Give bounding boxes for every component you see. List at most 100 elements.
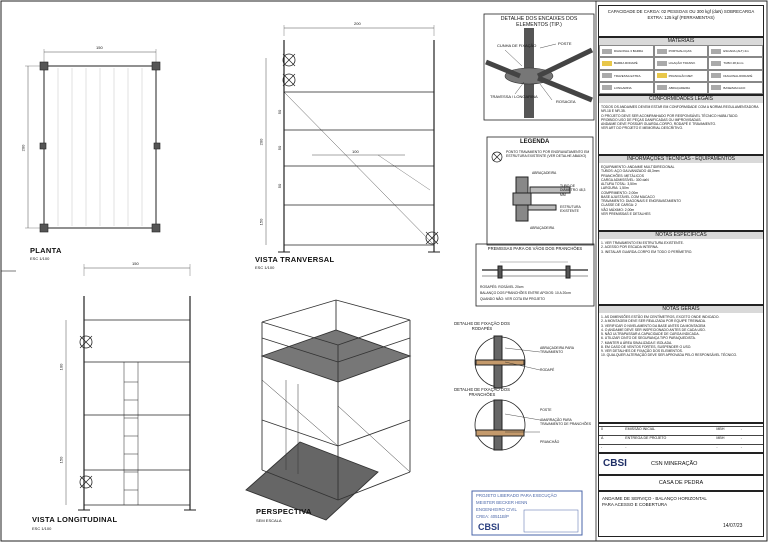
legenda-label-abracadeira-2: ABRAÇADEIRA: [530, 226, 555, 230]
premissas: [475, 243, 595, 307]
transversal-scale: ESC 1/100: [255, 265, 275, 270]
informacoes-text: EQUIPAMENTO: ANDAIME MULTIDIRECIONAL TUB…: [601, 165, 681, 216]
premissas-line-2: BALANÇO DOS PRANCHÕES ENTRE APOIOS: 10 A…: [480, 291, 571, 295]
material-item: TRAVESSA EXTRA.: [599, 69, 654, 82]
detalhe-encaixe-label-travessa: TRAVESSA / LONGARINA: [490, 94, 538, 99]
detalhe-fixacao: [474, 335, 541, 451]
informacoes-title: INFORMAÇÕES TÉCNICAS - EQUIPAMENTOS: [599, 156, 763, 163]
fixacao-2-title: DETALHE DE FIXAÇÃO DOS PRANCHÕES: [454, 387, 510, 397]
fixacao-1-label-rodape: RODAPÉ: [540, 368, 555, 372]
transversal-dim-top: 200: [354, 21, 361, 26]
planta-decking: [57, 68, 143, 226]
stamp-line-1: PROJETO LIBERADO PARA EXECUÇÃO: [476, 493, 557, 498]
transversal-label: VISTA TRANVERSAL: [255, 255, 335, 264]
material-item: BARRA RODAPÉ: [599, 57, 654, 70]
planta-view: [25, 49, 161, 233]
transversal-dim-low: 150: [258, 218, 264, 226]
material-item: BASE/MACACO: [708, 81, 763, 94]
location-text: CASA DE PEDRA: [658, 480, 704, 486]
revision-row: ----: [599, 444, 763, 449]
stamp-line-2: MEISTER BECKER HENN: [476, 500, 528, 505]
vista-longitudinal-view: [65, 264, 196, 511]
longitudinal-label: VISTA LONGITUDINAL: [32, 515, 118, 524]
materiais-title: MATERIAIS: [599, 38, 763, 45]
especificas-title: NOTAS ESPECÍFICAS: [599, 232, 763, 239]
company-box: CBSI CSN MINERAÇÃO: [598, 453, 764, 475]
description-text: ANDAIME DE SERVIÇO - BALANÇO HORIZONTAL …: [602, 496, 707, 508]
drawing-date: 14/07/23: [723, 523, 743, 529]
fixacao-2-label-amarracao: AMARRAÇÃO PARA TRAVAMENTO DE PRANCHÕES: [540, 418, 592, 427]
premissas-line-1: ROSAPÉS: ROSÁVEL 20cm: [480, 285, 524, 289]
detalhe-encaixe-label-poste: POSTE: [558, 41, 572, 46]
longitudinal-dim-upper: 100: [58, 363, 64, 371]
capacity-box: CAPACIDADE DE CARGA: 02 PESSOAS OU 300 k…: [598, 5, 764, 37]
conformidades-box: CONFORMIDADES LEGAIS TODOS OS ANDAIMES D…: [598, 95, 764, 155]
planta-label: PLANTA: [30, 246, 62, 255]
approval-stamp-frame: [471, 490, 583, 536]
company-logo: CBSI: [603, 458, 627, 469]
fixacao-2-label-pranchao: PRANCHÃO: [540, 440, 560, 444]
transversal-dim-side-3: 50: [277, 183, 283, 189]
stamp-line-4: CREA: 40511B/P: [476, 514, 509, 519]
especificas-box: NOTAS ESPECÍFICAS 1. VER TRAVAMENTO EM E…: [598, 231, 764, 305]
company-sub: CSN MINERAÇÃO: [651, 461, 698, 467]
conformidades-title: CONFORMIDADES LEGAIS: [599, 96, 763, 103]
premissas-title: PREMISSAS PARA OS VÃOS DOS PRANCHÕES: [487, 246, 583, 251]
planta-scale: ESC 1/100: [30, 256, 50, 261]
material-item: ESCADA (ALT) 2m: [708, 45, 763, 58]
planta-dim-top: 150: [96, 45, 103, 50]
material-item: ABRAÇADEIRA: [653, 81, 709, 94]
transversal-dim-side-2: 50: [277, 145, 283, 151]
fixacao-1-title: DETALHE DE FIXAÇÃO DOS RODAPÉS: [454, 321, 510, 331]
location-box: CASA DE PEDRA: [598, 475, 764, 491]
conformidades-text: TODOS OS ANDAIMES DEVEM ESTAR EM CONFORM…: [601, 105, 759, 131]
gerais-title: NOTAS GERAIS: [599, 306, 763, 313]
perspectiva-label: PERSPECTIVA: [256, 507, 312, 516]
description-box: ANDAIME DE SERVIÇO - BALANÇO HORIZONTAL …: [598, 491, 764, 537]
ladder: [123, 362, 139, 505]
detalhe-encaixe-label-cunha: CUNHA DE FIXAÇÃO: [497, 43, 537, 48]
legenda-label-tubo: TUBO DE DIÂMETRO 48,3 MM: [560, 184, 586, 197]
transversal-dim-mid: 100: [352, 149, 359, 154]
longitudinal-dim-top: 150: [132, 261, 139, 266]
stamp-line-3: ENGENHEIRO CIVIL: [476, 507, 517, 512]
material-item: LONGARINA: [599, 81, 654, 94]
premissas-line-3: QUANDO NÃO: VER COTA EM PROJETO: [480, 297, 545, 301]
vista-transversal-view: [265, 25, 440, 253]
detalhe-encaixe: [483, 13, 595, 121]
material-item: PRANCHÃO MET.: [653, 69, 709, 82]
materiais-grid: DIAGONAL 3 BARRA PORTA/ALCÇAS ESCADA (AL…: [599, 45, 763, 94]
fixacao-1-label-abracadeira: ABRAÇADEIRA PARA TRAVAMENTO: [540, 346, 574, 355]
legenda-label-abracadeira: ABRAÇADEIRA: [532, 171, 557, 175]
gerais-text: 1. AS DIMENSÕES ESTÃO EM CENTÍMETROS, EX…: [601, 315, 738, 358]
material-item: LIGAÇÃO TRANSV.: [653, 57, 709, 70]
legenda-title: LEGENDA: [520, 139, 550, 145]
especificas-text: 1. VER TRAVAMENTO EM ESTRUTURA EXISTENTE…: [601, 241, 693, 254]
perspectiva-scale: SEM ESCALA: [256, 518, 282, 523]
capacity-text: CAPACIDADE DE CARGA: 02 PESSOAS OU 300 k…: [607, 9, 755, 21]
longitudinal-dim-lower: 150: [58, 456, 64, 464]
gerais-box: NOTAS GERAIS 1. AS DIMENSÕES ESTÃO EM CE…: [598, 305, 764, 423]
transversal-dim-total: 200: [258, 138, 264, 146]
transversal-dim-side-1: 50: [277, 109, 283, 115]
stamp-logo: CBSI: [478, 522, 500, 532]
materiais-box: MATERIAIS DIAGONAL 3 BARRA PORTA/ALCÇAS …: [598, 37, 764, 95]
detalhe-encaixe-label-rosacea: ROSACEA: [556, 99, 576, 104]
material-item: TUBO 48,3mm: [708, 57, 763, 70]
fixacao-2-label-poste: POSTE: [540, 408, 552, 412]
informacoes-box: INFORMAÇÕES TÉCNICAS - EQUIPAMENTOS EQUI…: [598, 155, 764, 231]
material-item: PORTA/ALCÇAS: [653, 45, 709, 58]
legenda-text: PONTO TRAVAMENTO POR ENGRAVATAMENTO EM E…: [506, 150, 590, 159]
longitudinal-scale: ESC 1/100: [32, 526, 52, 531]
planta-dim-side: 200: [20, 144, 26, 152]
material-item: DIAGONAL 3 BARRA: [599, 45, 654, 58]
legenda-label-estrutura: ESTRUTURA EXISTENTE: [560, 205, 581, 214]
material-item: DIAGONAL/RODAPÉ: [708, 69, 763, 82]
legenda: [486, 136, 594, 246]
perspectiva-view: [245, 299, 412, 521]
